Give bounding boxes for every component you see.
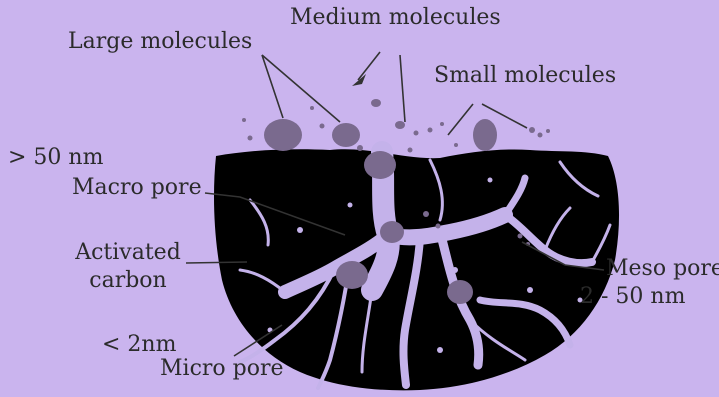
small-molecule-icon bbox=[357, 145, 363, 151]
small-molecule-icon bbox=[518, 234, 523, 239]
leader-medium-molecules-b bbox=[400, 55, 405, 122]
label-carbon: carbon bbox=[72, 269, 184, 293]
small-molecule-icon bbox=[248, 136, 253, 141]
large-molecule-icon bbox=[332, 123, 360, 147]
small-molecule-icon bbox=[310, 106, 314, 110]
medium-molecule-icon bbox=[371, 99, 381, 107]
large-molecule-icon bbox=[336, 261, 368, 289]
label-activated: Activated bbox=[72, 241, 184, 265]
large-molecule-icon bbox=[447, 280, 473, 304]
leader-small-molecules-a bbox=[448, 104, 473, 135]
small-molecule-icon bbox=[414, 131, 419, 136]
label-small-molecules: Small molecules bbox=[434, 64, 616, 88]
label-micro-pore: Micro pore bbox=[160, 357, 284, 381]
small-molecule-icon bbox=[473, 119, 497, 151]
leader-activated-carbon bbox=[186, 262, 247, 263]
small-molecule-icon bbox=[320, 124, 325, 129]
small-molecule-icon bbox=[454, 143, 458, 147]
label-medium-molecules: Medium molecules bbox=[290, 6, 501, 30]
label-large-molecules: Large molecules bbox=[68, 30, 252, 54]
small-molecule-icon bbox=[529, 127, 535, 133]
small-molecule-icon bbox=[242, 118, 246, 122]
small-molecule-icon bbox=[538, 133, 543, 138]
label-meso-size: 2 - 50 nm bbox=[580, 285, 685, 309]
label-micro-size: < 2nm bbox=[102, 333, 176, 357]
medium-molecule-icon bbox=[364, 151, 396, 179]
medium-molecule-icon bbox=[380, 221, 404, 243]
medium-molecule-icon bbox=[395, 121, 405, 129]
small-molecule-icon bbox=[423, 211, 429, 217]
small-molecule-icon bbox=[428, 128, 433, 133]
small-molecule-icon bbox=[408, 148, 413, 153]
leader-medium-molecules-a bbox=[358, 52, 380, 80]
label-macro-pore: Macro pore bbox=[72, 176, 202, 200]
medium-arrow-head-icon bbox=[352, 74, 366, 86]
small-molecule-icon bbox=[440, 122, 444, 126]
small-molecule-icon bbox=[546, 129, 550, 133]
label-meso-pore: Meso pore bbox=[606, 257, 719, 281]
small-molecule-icon bbox=[436, 224, 441, 229]
large-molecule-icon bbox=[264, 119, 302, 151]
label-macro-size: > 50 nm bbox=[8, 146, 103, 170]
